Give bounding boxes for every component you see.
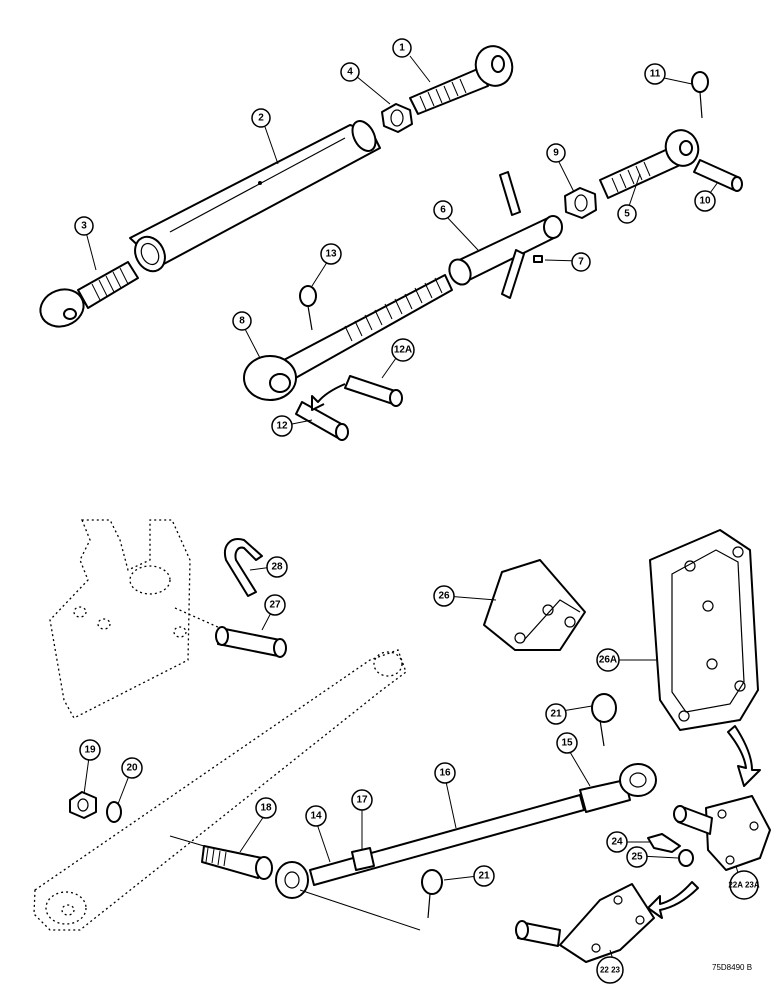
svg-text:19: 19 bbox=[84, 745, 96, 756]
callout-3: 3 bbox=[74, 216, 94, 236]
callout-9: 9 bbox=[546, 143, 566, 163]
callout-5: 5 bbox=[617, 204, 637, 224]
callout-17: 17 bbox=[351, 789, 373, 811]
top-link-tube bbox=[129, 120, 381, 273]
adjusting-tube bbox=[448, 171, 563, 299]
svg-text:25: 25 bbox=[631, 852, 643, 863]
callout-28: 28 bbox=[266, 556, 288, 578]
callout-18: 18 bbox=[255, 797, 277, 819]
tractor-frame-outline bbox=[49, 519, 191, 719]
stud-18 bbox=[169, 835, 273, 880]
callout-19: 19 bbox=[79, 739, 101, 761]
threaded-rod-8 bbox=[243, 274, 453, 401]
grease-nipple bbox=[533, 255, 543, 263]
spring-clip-28 bbox=[224, 538, 263, 597]
lock-nut-9 bbox=[564, 187, 597, 219]
svg-text:3: 3 bbox=[81, 221, 87, 232]
svg-text:10: 10 bbox=[699, 196, 711, 207]
svg-text:17: 17 bbox=[356, 795, 368, 806]
callout-7: 7 bbox=[571, 252, 591, 272]
svg-text:22A 23A: 22A 23A bbox=[728, 881, 760, 890]
pin-27 bbox=[174, 607, 287, 658]
svg-text:9: 9 bbox=[553, 148, 559, 159]
svg-text:5: 5 bbox=[624, 209, 630, 220]
callout-22-23: 22 23 bbox=[596, 956, 624, 984]
svg-text:26A: 26A bbox=[599, 655, 617, 666]
curved-arrow-left bbox=[647, 881, 699, 919]
callout-16: 16 bbox=[434, 762, 456, 784]
ring-clip-21-upper bbox=[591, 693, 617, 747]
svg-text:6: 6 bbox=[440, 205, 446, 216]
svg-text:13: 13 bbox=[325, 249, 337, 260]
callout-26: 26 bbox=[433, 585, 455, 607]
callout-24: 24 bbox=[606, 831, 628, 853]
callout-leaders bbox=[83, 55, 741, 967]
pin-10 bbox=[693, 159, 743, 192]
callout-12a: 12A bbox=[391, 338, 415, 362]
svg-text:20: 20 bbox=[126, 763, 138, 774]
bracket-plate-26a bbox=[649, 529, 759, 731]
svg-text:21: 21 bbox=[478, 871, 490, 882]
lock-nut-4 bbox=[381, 103, 413, 133]
ring-clip-21-lower bbox=[421, 869, 443, 919]
check-chain-rod bbox=[275, 763, 657, 931]
bracket-26 bbox=[483, 559, 586, 651]
callout-27: 27 bbox=[264, 594, 286, 616]
callout-22a-23a: 22A 23A bbox=[728, 870, 760, 900]
svg-text:8: 8 bbox=[239, 316, 245, 327]
svg-text:22 23: 22 23 bbox=[600, 966, 621, 975]
drawing-reference-number: 75D8490 B bbox=[712, 963, 752, 972]
svg-text:27: 27 bbox=[269, 600, 281, 611]
callout-6: 6 bbox=[433, 200, 453, 220]
svg-text:12: 12 bbox=[276, 421, 288, 432]
callout-21-lower: 21 bbox=[473, 865, 495, 887]
callout-10: 10 bbox=[694, 190, 716, 212]
svg-text:11: 11 bbox=[650, 69, 661, 80]
svg-text:21: 21 bbox=[550, 709, 562, 720]
lower-link-arm-outline bbox=[33, 649, 407, 931]
upper-ball-end bbox=[409, 45, 514, 115]
right-ball-end bbox=[599, 129, 700, 199]
curved-arrow-down bbox=[727, 725, 761, 787]
callout-21-upper: 21 bbox=[545, 703, 567, 725]
callout-20: 20 bbox=[121, 757, 143, 779]
bolt-24 bbox=[647, 833, 681, 853]
washer-20 bbox=[106, 801, 122, 823]
callout-4: 4 bbox=[340, 62, 360, 82]
callout-2: 2 bbox=[251, 108, 271, 128]
pin-12a bbox=[344, 375, 403, 407]
swap-arrow-12 bbox=[311, 383, 346, 411]
ring-clip-13 bbox=[299, 285, 317, 331]
svg-text:7: 7 bbox=[578, 257, 584, 268]
callout-1: 1 bbox=[392, 38, 412, 58]
svg-text:15: 15 bbox=[561, 738, 573, 749]
svg-text:24: 24 bbox=[611, 837, 623, 848]
pin-12 bbox=[295, 401, 349, 441]
callout-11: 11 bbox=[644, 63, 666, 85]
callout-12: 12 bbox=[271, 415, 293, 437]
callout-26a: 26A bbox=[596, 648, 620, 672]
callout-15: 15 bbox=[556, 732, 578, 754]
svg-text:26: 26 bbox=[438, 591, 450, 602]
svg-text:14: 14 bbox=[310, 811, 322, 822]
svg-text:28: 28 bbox=[271, 562, 283, 573]
ring-clip-11 bbox=[691, 71, 709, 119]
bracket-22-23 bbox=[515, 883, 655, 963]
svg-text:4: 4 bbox=[347, 67, 353, 78]
callout-13: 13 bbox=[320, 243, 342, 265]
svg-text:18: 18 bbox=[260, 803, 272, 814]
nut-19 bbox=[69, 791, 97, 819]
callout-25: 25 bbox=[626, 846, 648, 868]
svg-text:2: 2 bbox=[258, 113, 264, 124]
bracket-22a-23a bbox=[673, 795, 771, 871]
washer-25 bbox=[678, 849, 694, 867]
svg-text:1: 1 bbox=[399, 43, 405, 54]
callout-14: 14 bbox=[305, 805, 327, 827]
svg-text:16: 16 bbox=[439, 768, 451, 779]
callout-8: 8 bbox=[232, 311, 252, 331]
left-ball-end bbox=[39, 261, 139, 328]
svg-text:12A: 12A bbox=[394, 345, 412, 356]
